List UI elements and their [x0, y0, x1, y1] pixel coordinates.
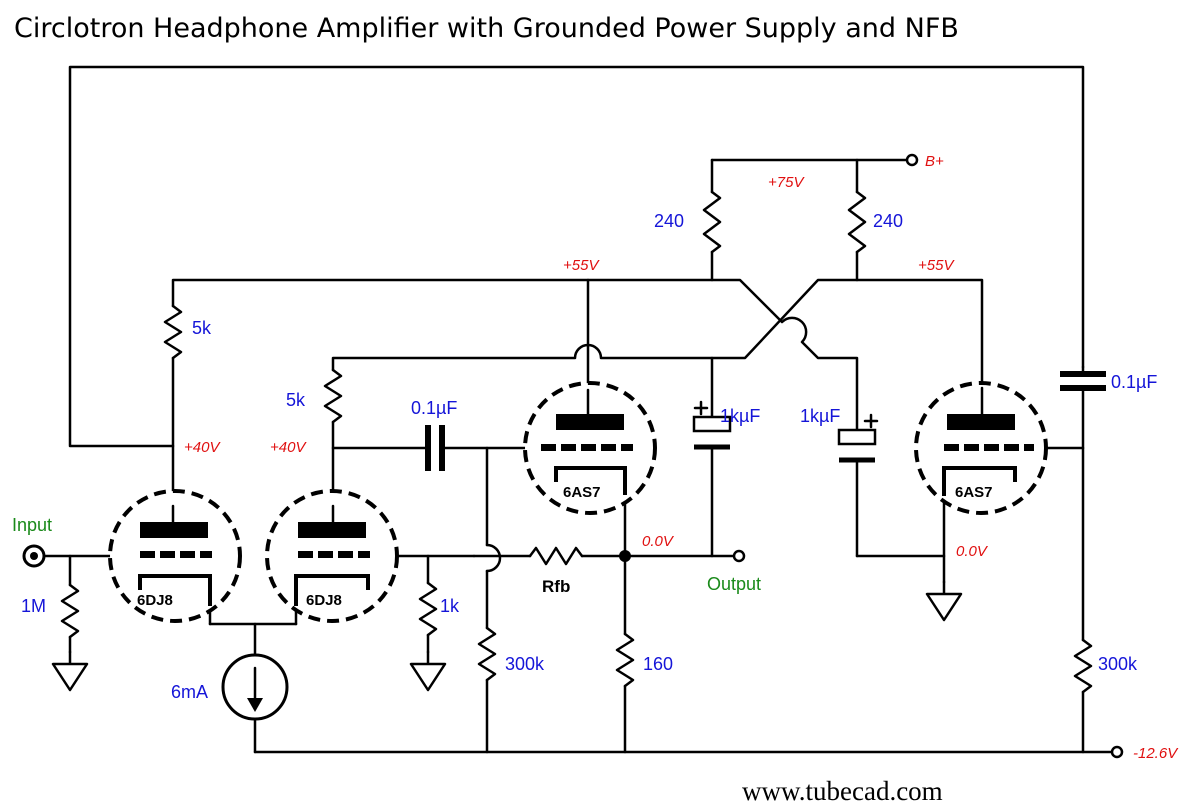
tube-label-output-left: 6AS7	[563, 484, 601, 501]
resistor-plate-left	[163, 304, 183, 508]
resistor-plate-right	[323, 368, 343, 508]
b-plus-terminal	[905, 153, 919, 167]
label-supply-left: 240	[654, 211, 684, 231]
capacitor-coupling-left	[331, 425, 542, 630]
tube-driver-left: 6DJ8	[108, 489, 242, 623]
label-coupling-left: 0.1µF	[411, 398, 457, 418]
label-bias-left: 300k	[505, 654, 545, 674]
label-input: Input	[12, 515, 52, 535]
tube-label-driver-right: 6DJ8	[306, 592, 342, 609]
tube-label-output-right: 6AS7	[955, 484, 993, 501]
input-jack[interactable]	[22, 544, 46, 568]
negative-rail	[253, 745, 1124, 759]
label-supply-right: 240	[873, 211, 903, 231]
label-cathode-right: 1k	[440, 596, 460, 616]
website-url: www.tubecad.com	[742, 776, 943, 806]
voltage-out-right: 0.0V	[956, 543, 989, 560]
voltage-supply: +75V	[768, 174, 805, 191]
capacitor-elec-left	[692, 400, 732, 558]
voltage-plate-right: +55V	[918, 257, 955, 274]
resistor-supply-right	[847, 190, 867, 282]
label-input-resistor: 1M	[21, 596, 46, 616]
label-feedback: Rfb	[542, 577, 570, 596]
capacitor-elec-right	[837, 413, 946, 558]
output-jack[interactable]	[732, 549, 746, 563]
tube-label-driver-left: 6DJ8	[137, 592, 173, 609]
resistor-feedback	[528, 546, 584, 566]
label-elec-right: 1kµF	[800, 406, 840, 426]
ground-right-driver	[409, 650, 447, 692]
tube-output-left: 6AS7	[523, 381, 657, 515]
capacitor-coupling-right	[1032, 365, 1106, 642]
label-coupling-right: 0.1µF	[1111, 372, 1157, 392]
voltage-driver-left: +40V	[184, 439, 221, 456]
label-plate-right: 5k	[286, 390, 306, 410]
voltage-plate-left: +55V	[563, 257, 600, 274]
negative-terminal	[1110, 745, 1124, 759]
voltage-driver-right: +40V	[270, 439, 307, 456]
voltage-b-plus: B+	[925, 153, 944, 170]
voltage-out-left: 0.0V	[642, 533, 675, 550]
tube-driver-right: 6DJ8	[265, 489, 399, 623]
resistor-cathode-output	[615, 632, 635, 754]
tube-output-right: 6AS7	[914, 381, 1048, 515]
resistor-supply-left	[702, 190, 722, 282]
resistor-input	[51, 583, 89, 692]
b-plus-rail	[710, 153, 919, 194]
ground-input	[51, 650, 89, 692]
label-current-source: 6mA	[171, 682, 208, 702]
ground-right-output	[925, 580, 963, 622]
label-elec-left: 1kµF	[720, 406, 760, 426]
label-plate-left: 5k	[192, 318, 212, 338]
current-source	[221, 653, 289, 754]
nfb-loop-wire	[68, 65, 1085, 448]
plus-55v-rails	[171, 278, 984, 432]
voltage-negative: -12.6V	[1133, 745, 1179, 762]
resistor-bias-left	[477, 626, 497, 754]
label-bias-right: 300k	[1098, 654, 1138, 674]
page-title: Circlotron Headphone Amplifier with Grou…	[14, 13, 959, 44]
label-output: Output	[707, 574, 761, 594]
resistor-cathode-right	[409, 581, 447, 692]
resistor-bias-right	[1073, 638, 1093, 754]
label-cathode-output: 160	[643, 654, 673, 674]
